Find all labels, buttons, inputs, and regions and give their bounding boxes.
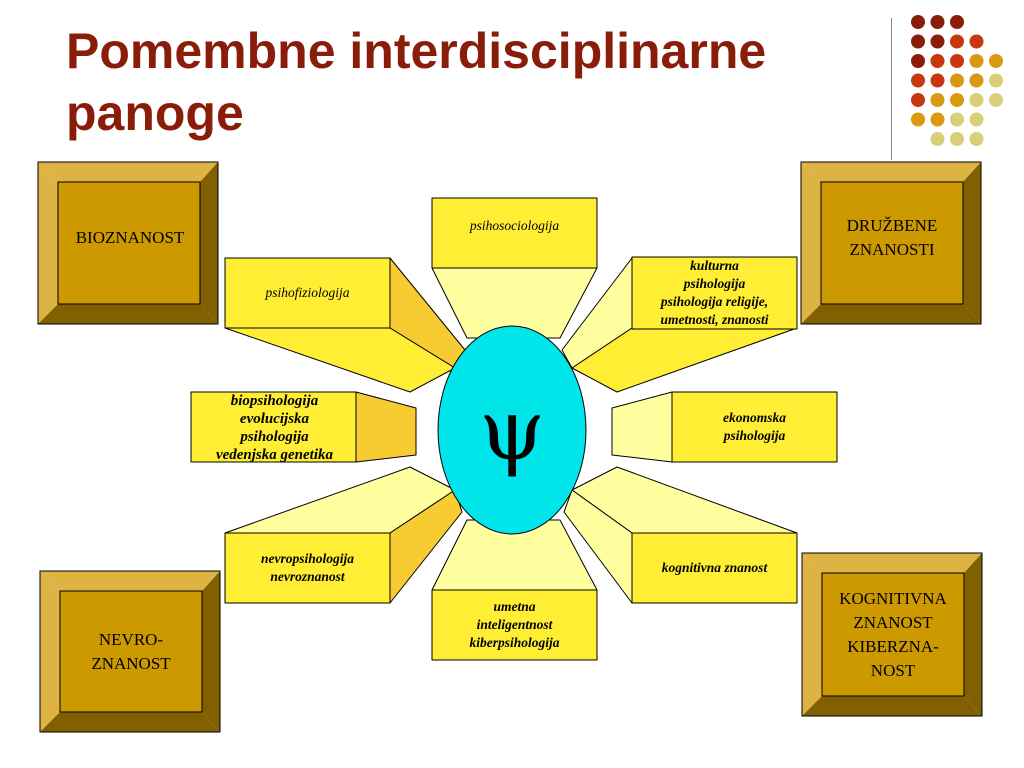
decorative-dot: [911, 15, 925, 29]
decorative-dot: [989, 73, 1003, 88]
corner-box-druzbene: [800, 161, 982, 325]
decorative-dot: [950, 54, 964, 68]
divider-line: [891, 18, 892, 160]
ray-upper-left: [224, 257, 466, 393]
decorative-dot: [911, 93, 925, 107]
field-nevropsihologija: nevropsihologija nevroznanost: [260, 551, 354, 584]
ray-left: [190, 391, 417, 463]
ray-upper-right: [561, 256, 798, 393]
decorative-dot: [950, 15, 964, 29]
decorative-dot: [930, 112, 945, 127]
field-umetna-inteligentnost: umetna inteligentnost kiberpsihologija: [469, 599, 560, 650]
decorative-dot: [950, 112, 964, 127]
decorative-dot: [950, 93, 964, 107]
slide-title: Pomembne interdisciplinarne panoge: [66, 23, 767, 141]
field-biopsihologija: biopsihologija evolucijska psihologija v…: [215, 393, 334, 463]
corner-label-druzbene-znanosti: DRUŽBENE ZNANOSTI: [846, 216, 938, 259]
field-kulturna-psihologija: kulturna psihologija psihologija religij…: [660, 258, 769, 327]
corner-label-nevroznanost: NEVRO- ZNANOST: [91, 629, 171, 673]
field-kognitivna-znanost: kognitivna znanost: [661, 560, 768, 575]
decorative-dot: [969, 34, 984, 49]
decorative-dot: [930, 54, 945, 68]
decorative-dot: [930, 132, 945, 146]
decorative-dot: [911, 54, 925, 68]
ray-bottom: [431, 519, 598, 661]
decorative-dot: [911, 112, 925, 127]
corner-box-kognitivna: [801, 552, 983, 717]
decorative-dot: [969, 132, 984, 146]
decorative-dot: [989, 93, 1003, 107]
corner-label-bioznanost: BIOZNANOST: [75, 228, 185, 247]
decorative-dot: [911, 73, 925, 88]
ray-right: [611, 391, 838, 463]
decorative-dot: [930, 15, 945, 29]
field-ekonomska-psihologija: ekonomska psihologija: [722, 410, 786, 443]
ray-lower-left: [224, 466, 463, 604]
ray-top: [431, 197, 598, 339]
center-ellipse: [437, 325, 587, 535]
decorative-dot: [989, 54, 1003, 68]
decorative-dot: [930, 73, 945, 88]
field-psihosociologija: psihosociologija: [469, 218, 560, 233]
decorative-dot: [969, 54, 984, 68]
decorative-dot: [950, 132, 964, 146]
corner-label-kognitivna-znanost: KOGNITIVNA ZNANOST KIBERZNA- NOST: [839, 588, 947, 680]
decorative-dot: [969, 112, 984, 127]
field-psihofiziologija: psihofiziologija: [265, 285, 350, 300]
decorative-dot-grid: [911, 15, 1003, 146]
corner-box-nevroznanost: [39, 570, 221, 733]
decorative-dot: [911, 34, 925, 49]
decorative-dot: [950, 34, 964, 49]
decorative-dot: [950, 73, 964, 88]
psi-symbol: ψ: [479, 381, 545, 479]
decorative-dot: [930, 34, 945, 49]
decorative-dot: [930, 93, 945, 107]
ray-lower-right: [563, 466, 798, 604]
corner-box-bioznanost: [37, 161, 219, 325]
decorative-dot: [969, 73, 984, 88]
decorative-dot: [969, 93, 984, 107]
